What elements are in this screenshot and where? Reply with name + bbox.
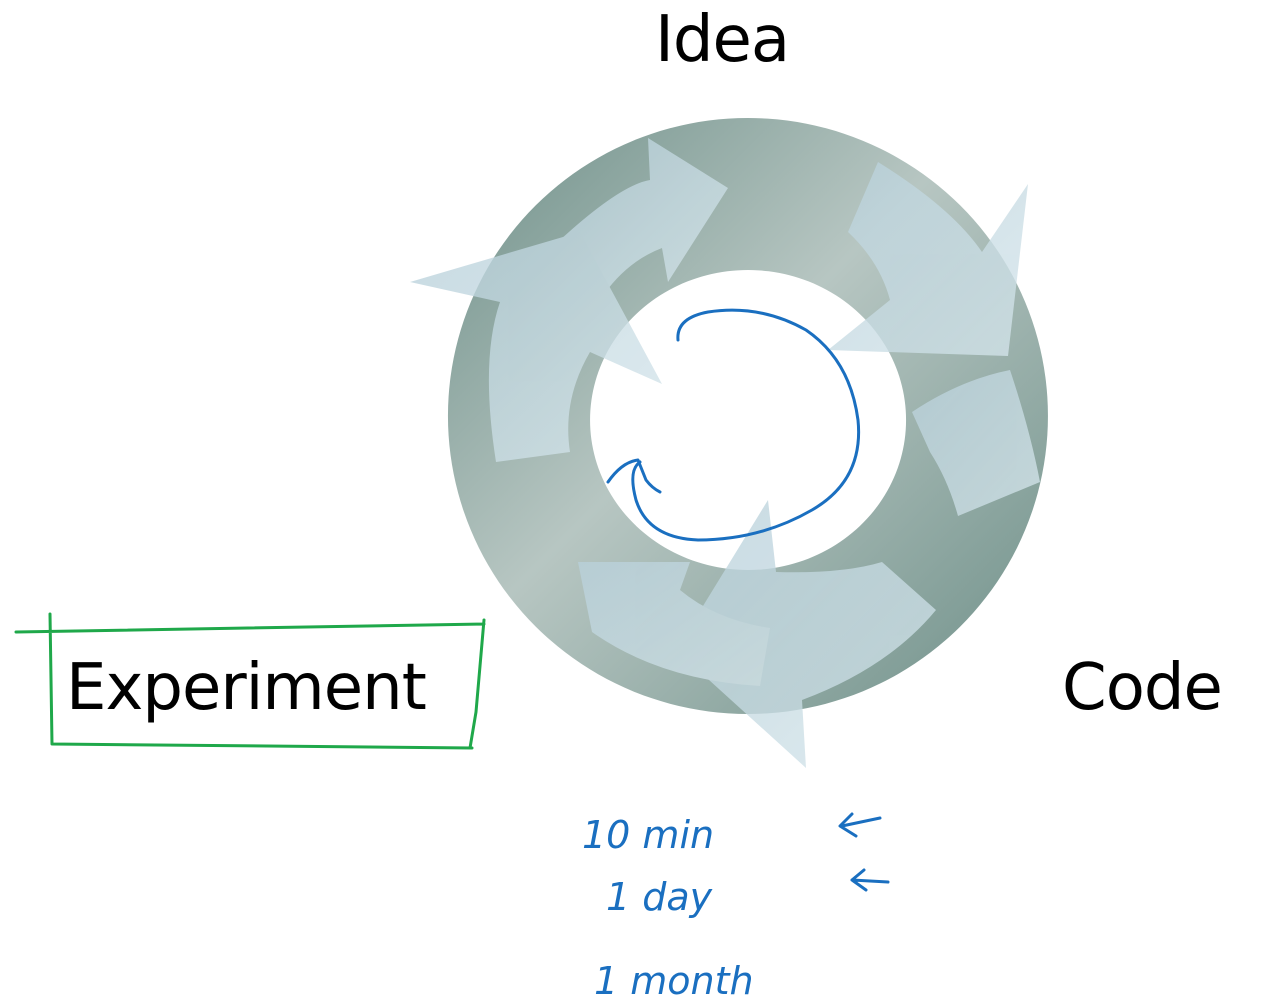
label-code: Code — [1062, 651, 1223, 725]
cycle-arrow-left — [410, 232, 662, 462]
cycle-arrow-upper-right — [828, 162, 1028, 356]
annotation-time-10-min: 10 min — [582, 813, 714, 857]
annotation-arrow-1 — [838, 812, 882, 838]
annotation-time-1-month: 1 month — [594, 959, 754, 1001]
hand-drawn-spiral — [606, 308, 861, 542]
cycle-arrow-top — [560, 138, 728, 300]
annotation-time-1-day: 1 day — [606, 875, 713, 919]
cycle-arrow-right — [912, 370, 1040, 516]
cycle-arrow-bottom-left — [578, 562, 770, 686]
label-idea: Idea — [655, 3, 790, 77]
cycle-arrows — [410, 138, 1040, 768]
cycle-arrow-bottom — [676, 500, 936, 768]
label-experiment: Experiment — [66, 651, 427, 725]
annotation-arrow-2 — [850, 868, 890, 892]
experiment-highlight-box — [14, 612, 486, 750]
